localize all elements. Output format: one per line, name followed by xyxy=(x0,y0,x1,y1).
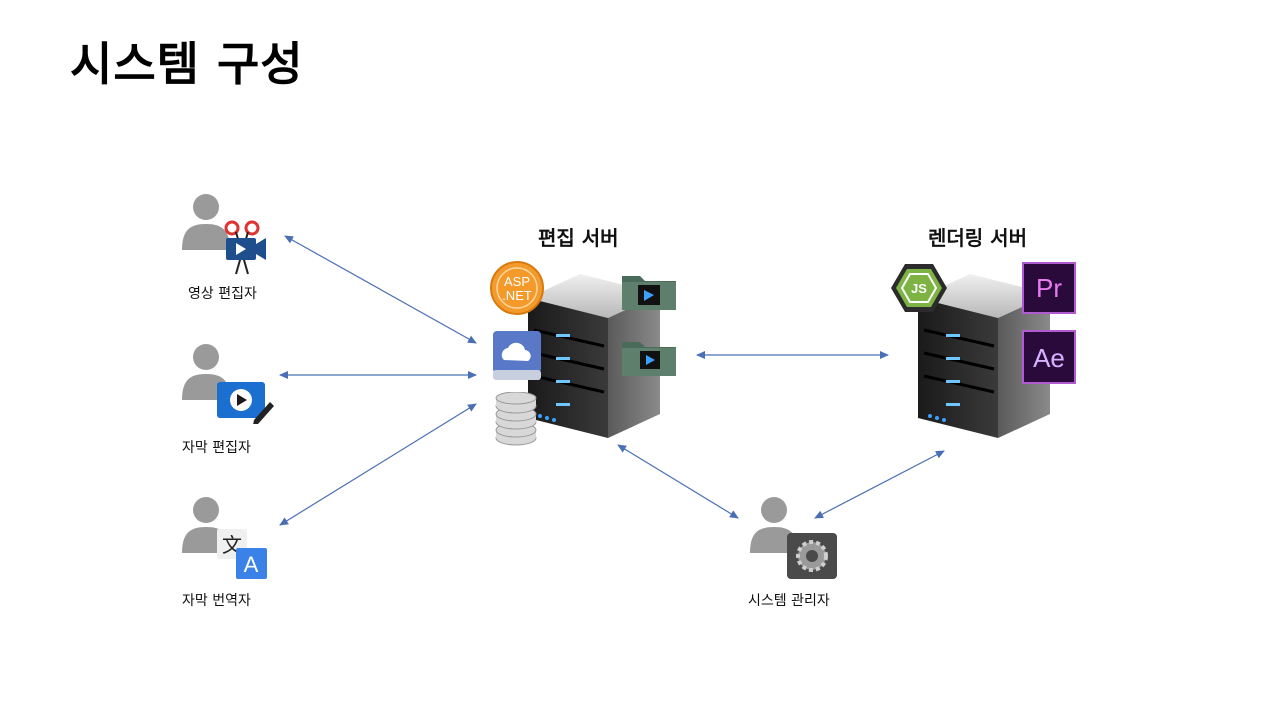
actor-label-translator: 자막 번역자 xyxy=(182,593,251,609)
svg-text:JS: JS xyxy=(911,281,927,296)
translate-icon: 文 A xyxy=(216,528,268,580)
actor-label-subtitle-editor: 자막 편집자 xyxy=(182,440,251,456)
arrow-edit-server-to-admin xyxy=(617,444,739,519)
svg-text:Ae: Ae xyxy=(1033,343,1065,373)
render-server-label: 렌더링 서버 xyxy=(928,226,1027,250)
actor-label-admin: 시스템 관리자 xyxy=(748,593,830,609)
arrow-translator-to-edit-server xyxy=(279,403,477,526)
arrow-render-server-to-admin xyxy=(814,450,945,519)
svg-text:ASP: ASP xyxy=(504,274,530,289)
aspnet-icon: ASP .NET xyxy=(489,260,545,316)
svg-text:A: A xyxy=(244,552,259,577)
subtitle-edit-icon xyxy=(216,380,274,424)
after-effects-icon: Ae xyxy=(1022,330,1076,384)
page-title: 시스템 구성 xyxy=(70,37,304,91)
arrow-video-editor-to-edit-server xyxy=(284,235,477,344)
film-folder-icon xyxy=(620,268,678,312)
actor-label-video-editor: 영상 편집자 xyxy=(188,286,257,302)
svg-text:.NET: .NET xyxy=(502,288,532,303)
premiere-pro-icon: Pr xyxy=(1022,262,1076,314)
database-icon xyxy=(494,392,538,448)
video-edit-icon xyxy=(222,220,270,278)
edit-server-label: 편집 서버 xyxy=(538,226,619,250)
svg-text:Pr: Pr xyxy=(1036,273,1062,303)
nodejs-icon: JS xyxy=(890,262,948,314)
cloud-drive-icon xyxy=(492,330,542,382)
film-folder-icon-2 xyxy=(620,336,678,378)
gear-icon xyxy=(786,532,838,580)
